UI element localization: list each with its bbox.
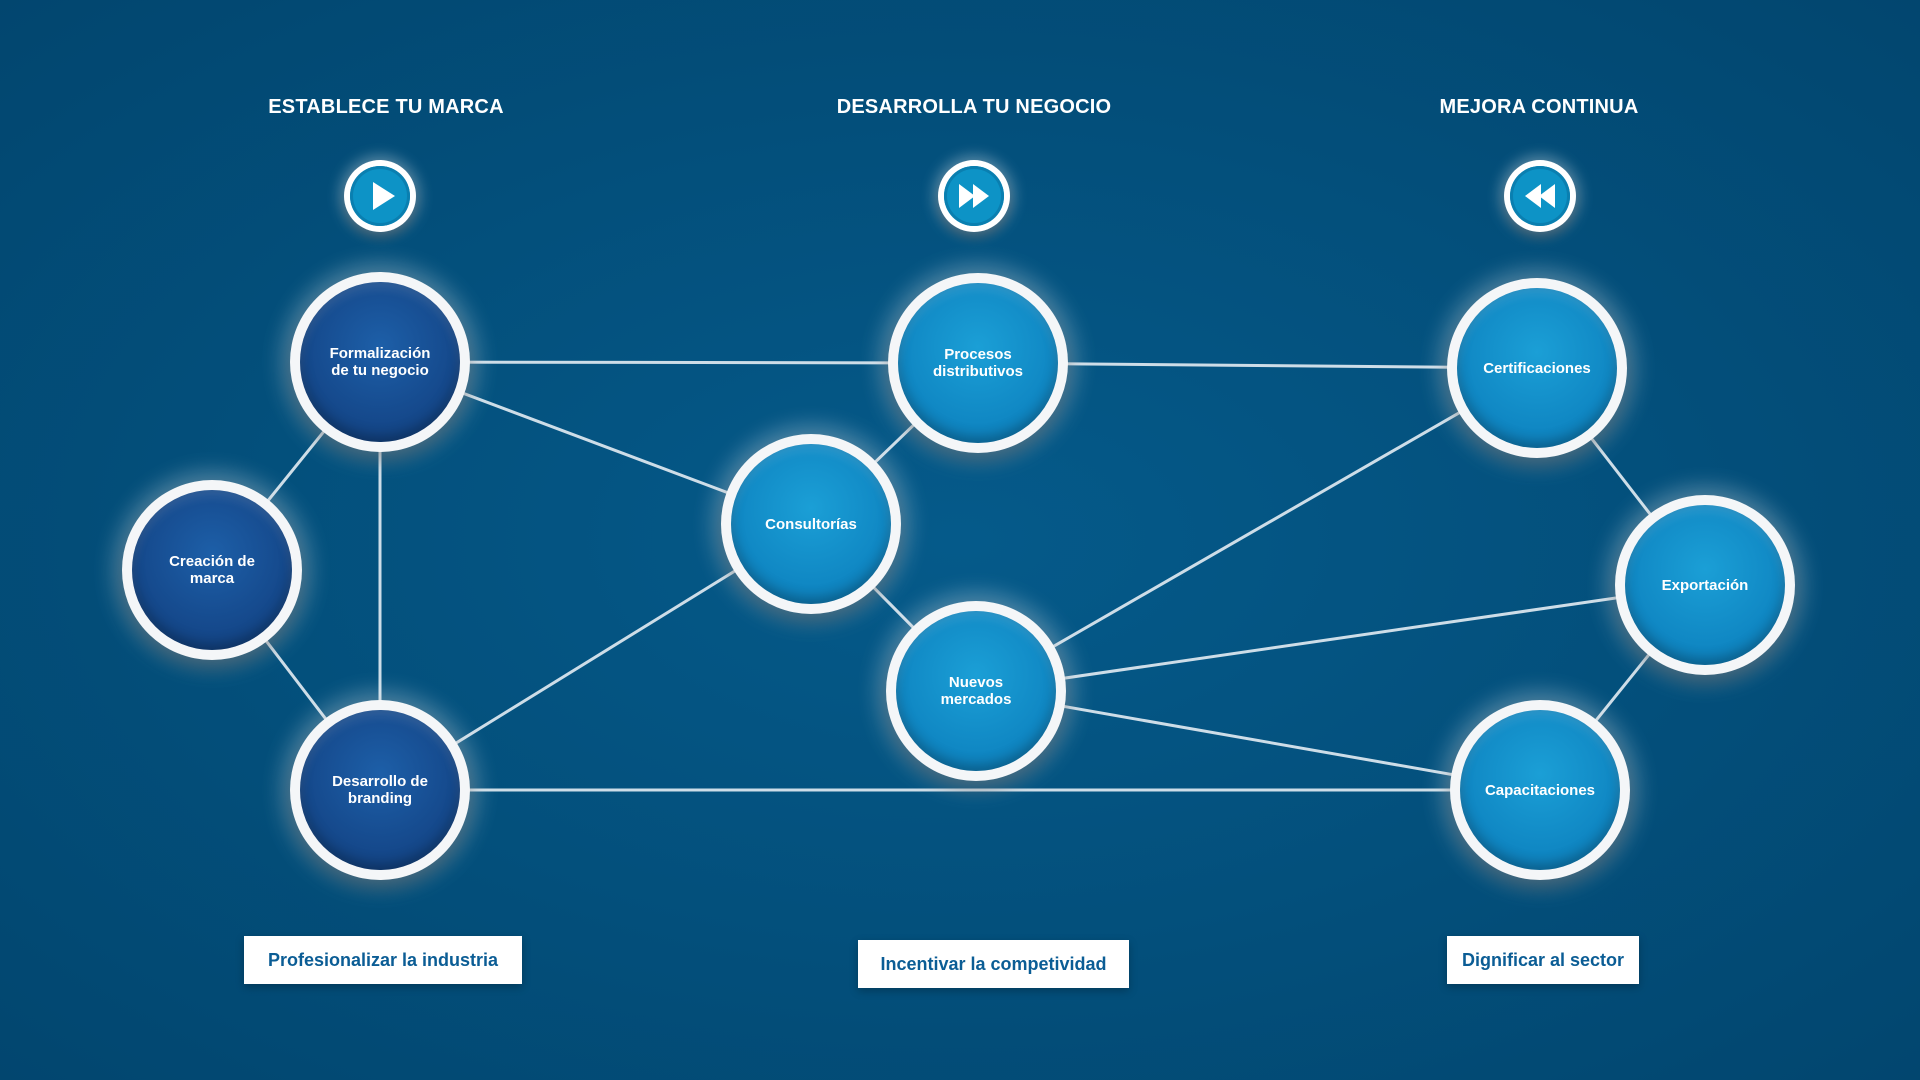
column-title-desarrolla: DESARROLLA TU NEGOCIO: [836, 96, 1112, 118]
node-certificaciones[interactable]: Certificaciones: [1447, 278, 1627, 458]
connector-nuevos-exportacion: [974, 583, 1707, 693]
node-exportacion[interactable]: Exportación: [1615, 495, 1795, 675]
node-formalizacion[interactable]: Formalización de tu negocio: [290, 272, 470, 452]
column-title-establece: ESTABLECE TU MARCA: [268, 96, 504, 118]
node-label: Exportación: [1661, 576, 1749, 594]
connector-nuevos-certificaciones: [974, 366, 1539, 693]
node-consultorias[interactable]: Consultorías: [721, 434, 901, 614]
tagline-dignificar: Dignificar al sector: [1447, 936, 1639, 984]
tagline-profesionalizar: Profesionalizar la industria: [244, 936, 522, 984]
node-creacion-de-marca[interactable]: Creación de marca: [122, 480, 302, 660]
tagline-incentivar: Incentivar la competividad: [858, 940, 1129, 988]
node-procesos-distributivos[interactable]: Procesos distributivos: [888, 273, 1068, 453]
node-label: Procesos distributivos: [932, 346, 1023, 380]
rewind-button[interactable]: [1504, 160, 1576, 232]
connector-nuevos-capacitaciones: [974, 689, 1542, 792]
node-desarrollo-de-branding[interactable]: Desarrollo de branding: [290, 700, 470, 880]
rewind-icon: [1525, 184, 1555, 208]
node-label: Formalización de tu negocio: [329, 345, 431, 379]
fast-forward-icon: [959, 184, 989, 208]
fast-forward-button[interactable]: [938, 160, 1010, 232]
column-title-mejora: MEJORA CONTINUA: [1439, 96, 1639, 118]
node-label: Capacitaciones: [1484, 781, 1596, 799]
play-button[interactable]: [344, 160, 416, 232]
node-label: Certificaciones: [1483, 359, 1591, 377]
connector-procesos-certificaciones: [976, 361, 1539, 370]
node-capacitaciones[interactable]: Capacitaciones: [1450, 700, 1630, 880]
node-label: Consultorías: [765, 515, 857, 533]
node-nuevos-mercados[interactable]: Nuevos mercados: [886, 601, 1066, 781]
play-icon: [373, 182, 395, 210]
node-label: Desarrollo de branding: [332, 773, 428, 807]
node-label: Creación de marca: [169, 553, 255, 587]
node-label: Nuevos mercados: [940, 674, 1012, 708]
connector-formalizacion-procesos: [378, 360, 980, 365]
